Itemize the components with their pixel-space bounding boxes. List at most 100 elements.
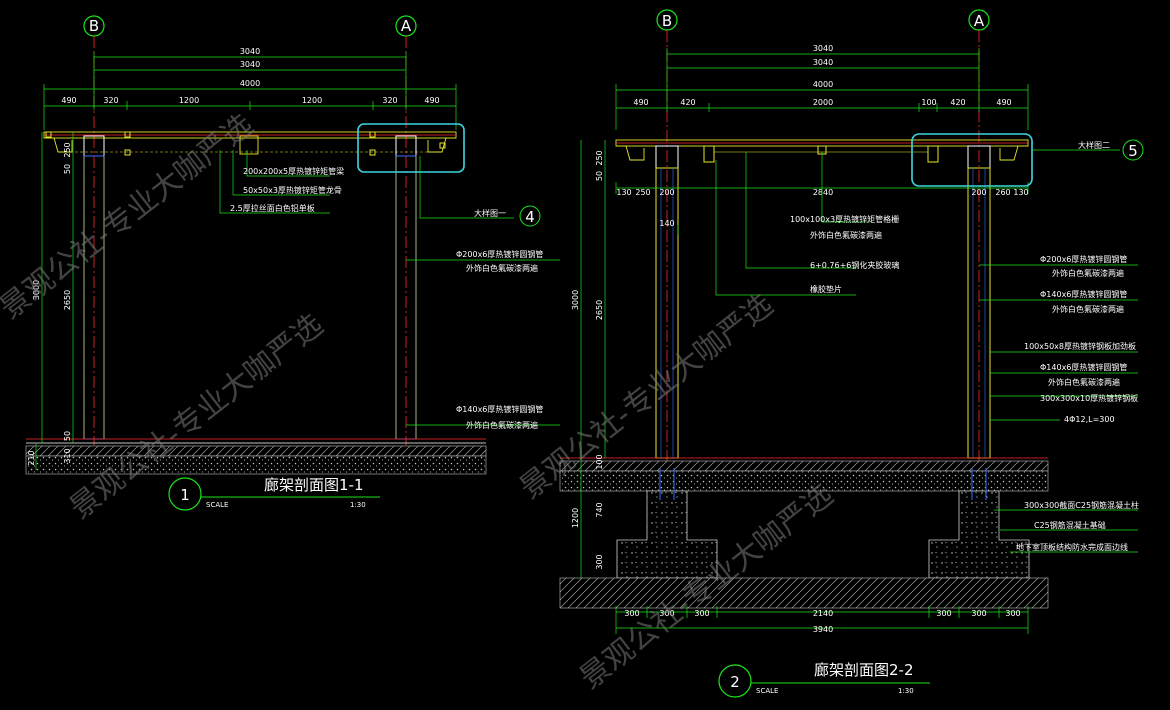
detail-callout-circle — [519, 205, 541, 227]
section-1-1: B A 3040 3040 4000 490 320 1200 1200 320… — [25, 15, 560, 511]
dim-text: 300 — [624, 609, 639, 618]
dim-text: 4000 — [240, 79, 260, 88]
axis-label: B — [662, 12, 672, 30]
dim-text: 3000 — [32, 280, 41, 300]
dim-text: 3040 — [240, 47, 260, 56]
title-number: 1 — [180, 486, 190, 504]
dim-text: 300 — [659, 609, 674, 618]
scale-value: 1:30 — [898, 687, 914, 695]
dim-text: 3940 — [813, 625, 833, 634]
dim-text: 300 — [694, 609, 709, 618]
dim-text: 100 — [921, 98, 936, 107]
dim-text: 420 — [950, 98, 965, 107]
dim-text: 420 — [680, 98, 695, 107]
dim-text: 320 — [382, 96, 397, 105]
note-text: 300x300截面C25钢筋混凝土柱 — [1024, 500, 1139, 510]
note-text: 大样图一 — [474, 208, 506, 218]
watermark-text: 景观公社-专业大咖严选 — [0, 107, 260, 326]
note-text: Φ200x6厚热镀锌圆钢管 — [456, 249, 543, 259]
note-text: 大样图二 — [1078, 140, 1110, 150]
scale-label: SCALE — [756, 687, 778, 695]
note-text: 橡胶垫片 — [810, 284, 842, 294]
dim-text: 210 — [27, 450, 36, 465]
note-text: 外饰白色氟碳漆两遍 — [466, 420, 538, 430]
title-circle — [168, 477, 202, 511]
note-text: 外饰白色氟碳漆两遍 — [810, 230, 882, 240]
detail-callout-number: 4 — [525, 208, 535, 226]
dim-text: 250 — [595, 150, 604, 165]
note-text: 6+0.76+6钢化夹胶玻璃 — [810, 260, 899, 270]
dimension-lines-bottom — [615, 606, 1029, 634]
dim-text: 130 — [1013, 188, 1028, 197]
detail-highlight-box — [911, 133, 1033, 187]
dim-text: 1200 — [179, 96, 199, 105]
dim-text: 3040 — [813, 58, 833, 67]
dim-text: 1200 — [571, 508, 580, 528]
scale-value: 1:30 — [350, 501, 366, 509]
dim-text: 3040 — [240, 60, 260, 69]
note-text: 2.5厚拉丝面白色铝单板 — [230, 203, 315, 213]
note-text: 外饰白色氟碳漆两遍 — [1052, 268, 1124, 278]
note-text: 200x200x5厚热镀锌矩管梁 — [243, 166, 344, 176]
dim-text: 4000 — [813, 80, 833, 89]
dim-text: 310 — [63, 448, 72, 463]
title-number: 2 — [730, 673, 740, 691]
dim-text: 250 — [635, 188, 650, 197]
detail-highlight-box — [357, 123, 465, 173]
title-circle — [718, 664, 752, 698]
dim-text: 300 — [936, 609, 951, 618]
leader-lines — [715, 149, 1138, 553]
dim-text: 250 — [63, 142, 72, 157]
note-text: 100x50x8厚热镀锌钢板加劲板 — [1024, 341, 1136, 351]
note-text: 外饰白色氟碳漆两遍 — [1052, 304, 1124, 314]
dim-text: 130 — [616, 188, 631, 197]
dim-text: 300 — [595, 554, 604, 569]
dim-text: 200 — [971, 188, 986, 197]
dim-text: 320 — [103, 96, 118, 105]
dim-text: 50 — [63, 431, 72, 441]
dim-text: 300 — [971, 609, 986, 618]
note-text: 外饰白色氟碳漆两遍 — [1048, 377, 1120, 387]
dim-text: 100 — [595, 454, 604, 469]
dim-text: 490 — [633, 98, 648, 107]
dim-text: 2000 — [813, 98, 833, 107]
dim-text: 140 — [659, 219, 674, 228]
note-text: 地下室顶板结构防水完成面边线 — [1016, 542, 1128, 552]
leader-lines — [219, 150, 560, 426]
drawing-title: 廊架剖面图2-2 — [814, 661, 914, 679]
dim-text: 2140 — [813, 609, 833, 618]
dim-text: 490 — [61, 96, 76, 105]
dim-text: 50 — [63, 164, 72, 174]
dim-text: 50 — [595, 171, 604, 181]
scale-label: SCALE — [206, 501, 228, 509]
ground-and-foundation — [559, 457, 1049, 609]
dimension-lines-left — [580, 140, 606, 578]
dim-text: 200 — [659, 188, 674, 197]
dim-text: 2650 — [63, 290, 72, 310]
note-text: 50x50x3厚热镀锌矩管龙骨 — [243, 185, 342, 195]
note-text: 300x300x10厚热镀锌钢板 — [1040, 393, 1138, 403]
dimension-lines-top — [43, 52, 457, 130]
note-text: 100x100x3厚热镀锌矩管格栅 — [790, 214, 899, 224]
note-text: 外饰白色氟碳漆两遍 — [466, 263, 538, 273]
note-text: Φ200x6厚热镀锌圆钢管 — [1040, 254, 1127, 264]
drawing-title: 廊架剖面图1-1 — [264, 476, 364, 494]
section-2-2: B A 3040 3040 4000 490 420 2000 100 420 … — [559, 9, 1144, 698]
dim-text: 260 — [995, 188, 1010, 197]
dim-text: 490 — [424, 96, 439, 105]
dimension-lines-top — [615, 48, 1029, 130]
detail-callout-number: 5 — [1128, 142, 1138, 160]
axis-label: A — [401, 17, 412, 35]
dim-text: 3000 — [571, 290, 580, 310]
note-text: 4Φ12,L=300 — [1064, 415, 1115, 424]
dim-text: 2840 — [813, 188, 833, 197]
dimension-lines-left — [35, 132, 74, 470]
note-text: Φ140x6厚热镀锌圆钢管 — [456, 404, 543, 414]
axis-label: A — [974, 12, 985, 30]
note-text: Φ140x6厚热镀锌圆钢管 — [1040, 362, 1127, 372]
dim-text: 1200 — [302, 96, 322, 105]
dim-text: 740 — [595, 502, 604, 517]
axis-label: B — [89, 17, 99, 35]
